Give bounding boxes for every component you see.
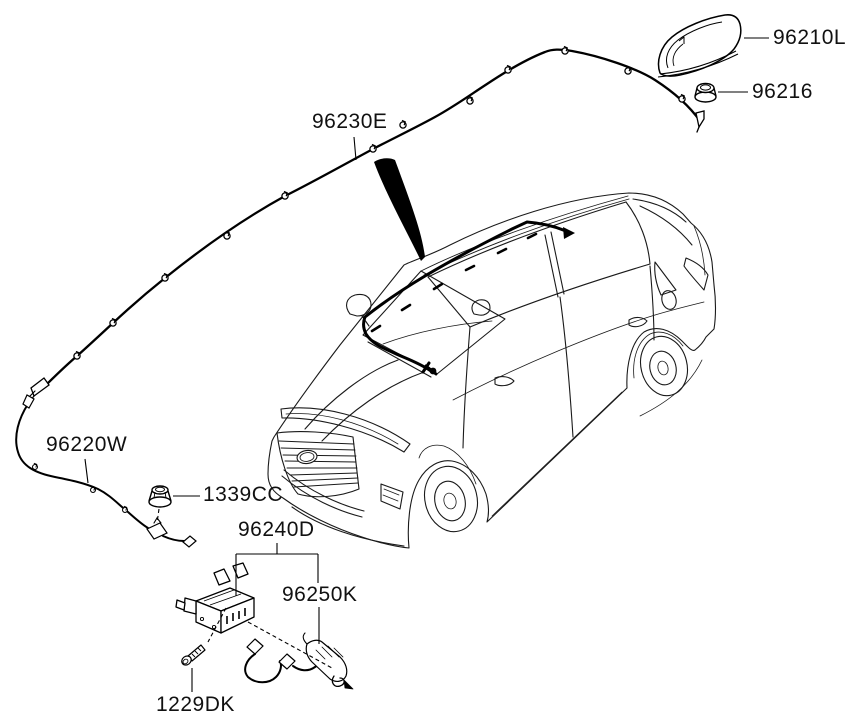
leader-lines	[84, 37, 769, 692]
part-label-96216[interactable]: 96216	[752, 80, 813, 103]
part-label-96220W[interactable]: 96220W	[46, 433, 128, 456]
part-label-1339CC[interactable]: 1339CC	[203, 483, 284, 506]
front-wheel	[418, 444, 479, 533]
amplifier-cable-assembly	[244, 632, 354, 690]
antenna-grommet	[694, 82, 717, 103]
cable-wedge-marker	[374, 158, 425, 261]
car-illustration	[267, 192, 717, 549]
part-label-96250K[interactable]: 96250K	[282, 583, 358, 606]
part-label-96210L[interactable]: 96210L	[773, 26, 847, 49]
part-label-1229DK[interactable]: 1229DK	[156, 693, 235, 716]
fuel-door	[661, 290, 677, 310]
mounting-screw	[181, 644, 206, 666]
part-label-96230E[interactable]: 96230E	[312, 110, 388, 133]
floor-cable-96220W	[15, 390, 197, 548]
mounting-nut	[148, 485, 172, 508]
antenna-amplifier-module	[175, 562, 255, 634]
roof-cable-highlight	[362, 158, 575, 376]
rear-wheel	[633, 331, 689, 397]
part-label-96240D[interactable]: 96240D	[238, 518, 315, 541]
shark-fin-antenna	[657, 14, 742, 78]
side-mirror	[346, 293, 372, 317]
feeder-cable-clips	[73, 45, 686, 360]
brand-logo	[296, 449, 318, 465]
feeder-cable-96230E	[29, 48, 705, 402]
door-handle	[494, 376, 515, 387]
door-handle	[628, 316, 648, 328]
